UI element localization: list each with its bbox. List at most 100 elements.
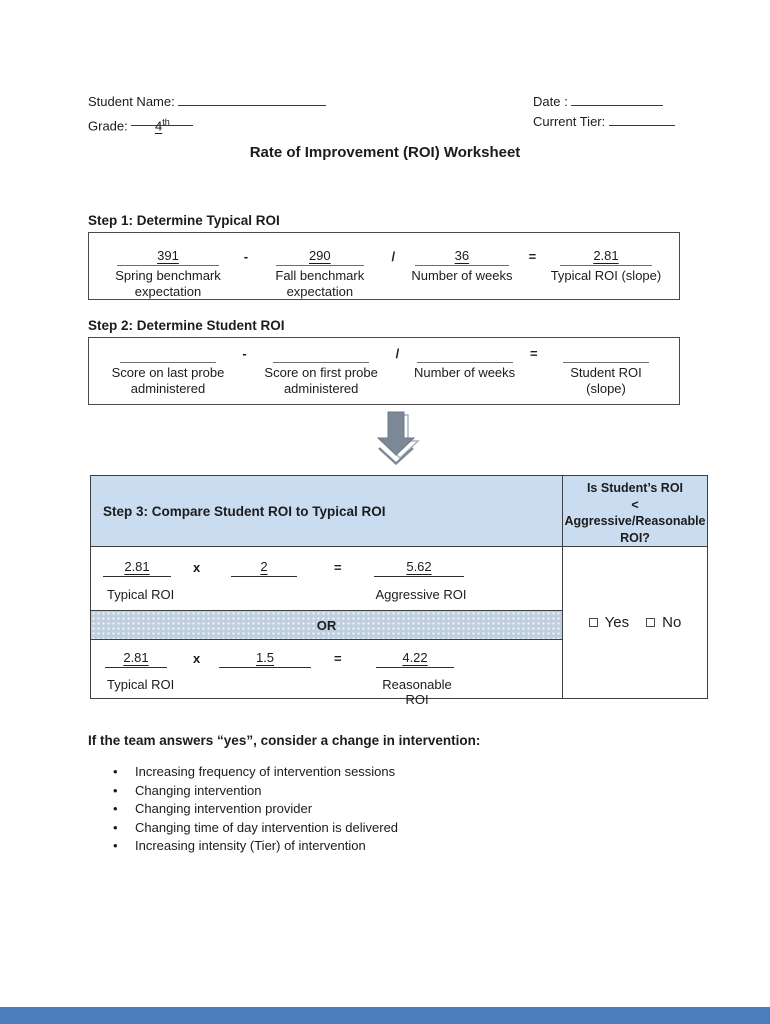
header-left: Student Name: Grade: 4th bbox=[88, 92, 327, 136]
step1-fall-value: 290 bbox=[308, 248, 331, 263]
no-checkbox[interactable] bbox=[646, 618, 656, 627]
row1-multiplier-value: 2 bbox=[260, 559, 268, 574]
yes-option[interactable]: Yes bbox=[588, 614, 630, 631]
list-item-text: Increasing frequency of intervention ses… bbox=[135, 764, 396, 779]
row1-typical-roi-label: Typical ROI bbox=[107, 587, 175, 602]
date-field[interactable] bbox=[571, 92, 664, 106]
grade-label: Grade: bbox=[88, 118, 128, 134]
step1-cell-weeks: 36 Number of weeks bbox=[402, 248, 522, 300]
step2-roi-label: Student ROI (slope) bbox=[570, 365, 642, 396]
row2-result-field[interactable]: 4.22 bbox=[376, 650, 454, 668]
yes-no-cell: Yes No bbox=[563, 547, 707, 698]
step2-heading: Step 2: Determine Student ROI bbox=[88, 318, 285, 333]
step1-heading: Step 1: Determine Typical ROI bbox=[88, 213, 280, 228]
step2-last-probe-label: Score on last probe administered bbox=[111, 365, 225, 396]
bullet-icon: • bbox=[113, 819, 118, 835]
multiply-operator: x bbox=[193, 651, 201, 666]
row2-multiplier-value: 1.5 bbox=[255, 650, 275, 665]
current-tier-field[interactable] bbox=[608, 112, 675, 126]
step2-weeks-field[interactable] bbox=[416, 345, 513, 363]
step2-first-probe-field[interactable] bbox=[273, 345, 370, 363]
divide-operator: / bbox=[395, 346, 400, 361]
grade-value: 4 bbox=[155, 118, 163, 134]
step2-cell-last-probe: Score on last probe administered bbox=[99, 345, 237, 397]
step3-question: Is Student’s ROI < Aggressive/Reasonable… bbox=[563, 476, 707, 547]
aggressive-roi-row: 2.81 x 2 = 5.62 Typical ROI Aggressive R… bbox=[91, 547, 562, 610]
yes-checkbox[interactable] bbox=[588, 618, 598, 627]
list-item: • Increasing intensity (Tier) of interven… bbox=[113, 837, 398, 856]
step2-roi-field[interactable] bbox=[563, 345, 649, 363]
no-option[interactable]: No bbox=[646, 614, 681, 631]
step1-weeks-field[interactable]: 36 bbox=[414, 248, 509, 266]
row1-typical-roi-value: 2.81 bbox=[124, 559, 150, 574]
step2-cell-weeks: Number of weeks bbox=[405, 345, 525, 397]
student-name-field[interactable] bbox=[178, 92, 327, 106]
step3-heading: Step 3: Compare Student ROI to Typical R… bbox=[91, 476, 563, 547]
step2-last-probe-field[interactable] bbox=[120, 345, 216, 363]
list-item: • Increasing frequency of intervention se… bbox=[113, 763, 398, 782]
step1-roi-label: Typical ROI (slope) bbox=[550, 268, 662, 283]
step1-cell-spring: 391 Spring benchmark expectation bbox=[99, 248, 237, 300]
minus-operator: - bbox=[243, 249, 249, 264]
row2-typical-roi-label: Typical ROI bbox=[107, 677, 175, 692]
multiply-operator: x bbox=[193, 560, 201, 575]
step1-fall-field[interactable]: 290 bbox=[275, 248, 364, 266]
list-item: • Changing intervention bbox=[113, 782, 398, 801]
list-item-text: Increasing intensity (Tier) of intervent… bbox=[135, 838, 366, 853]
bullet-icon: • bbox=[113, 838, 118, 853]
aggressive-roi-label: Aggressive ROI bbox=[375, 587, 467, 602]
row1-result-value: 5.62 bbox=[406, 559, 432, 574]
step1-roi-value: 2.81 bbox=[593, 248, 619, 263]
grade-field[interactable]: 4th bbox=[131, 112, 194, 133]
step2-weeks-label: Number of weeks bbox=[414, 365, 516, 380]
step3-table: Step 3: Compare Student ROI to Typical R… bbox=[90, 475, 708, 707]
divide-operator: / bbox=[391, 249, 396, 264]
or-divider: OR bbox=[91, 610, 562, 640]
equals-operator: = bbox=[530, 346, 538, 361]
step1-spring-value: 391 bbox=[157, 248, 179, 263]
step2-box: Score on last probe administered - Score… bbox=[88, 337, 680, 405]
current-tier-label: Current Tier: bbox=[533, 114, 606, 129]
row2-result-value: 4.22 bbox=[402, 650, 428, 665]
list-item-text: Changing intervention provider bbox=[135, 801, 313, 816]
step1-cell-roi: 2.81 Typical ROI (slope) bbox=[543, 248, 669, 300]
step2-cell-first-probe: Score on first probe administered bbox=[252, 345, 390, 397]
no-label: No bbox=[662, 614, 682, 631]
row2-typical-roi-value: 2.81 bbox=[123, 650, 149, 665]
list-item: •Changing time of day intervention is de… bbox=[113, 819, 398, 838]
yes-label: Yes bbox=[604, 614, 630, 631]
grade-ordinal-suffix: th bbox=[162, 117, 170, 127]
bullet-icon: • bbox=[113, 782, 118, 798]
intervention-options-list: • Increasing frequency of intervention se… bbox=[113, 763, 398, 856]
step1-weeks-label: Number of weeks bbox=[411, 268, 513, 283]
step1-cell-fall: 290 Fall benchmark expectation bbox=[255, 248, 385, 300]
step1-fall-label: Fall benchmark expectation bbox=[275, 268, 365, 299]
step2-first-probe-label: Score on first probe administered bbox=[264, 365, 378, 396]
date-label: Date : bbox=[533, 94, 568, 109]
step1-box: 391 Spring benchmark expectation - 290 F… bbox=[88, 232, 680, 300]
row1-typical-roi-field[interactable]: 2.81 bbox=[103, 559, 171, 577]
row2-typical-roi-field[interactable]: 2.81 bbox=[105, 650, 167, 668]
row1-result-field[interactable]: 5.62 bbox=[374, 559, 464, 577]
reasonable-roi-label: Reasonable ROI bbox=[382, 677, 452, 707]
step1-weeks-value: 36 bbox=[454, 248, 470, 263]
row1-multiplier-field[interactable]: 2 bbox=[231, 559, 297, 577]
reasonable-roi-row: 2.81 x 1.5 = 4.22 Typical ROI Reasonable… bbox=[91, 640, 562, 707]
equals-operator: = bbox=[334, 560, 342, 575]
down-arrow-icon bbox=[372, 411, 424, 471]
bullet-icon: • bbox=[113, 801, 118, 816]
header-right: Date : Current Tier: bbox=[533, 92, 675, 132]
list-item-text: Changing intervention bbox=[135, 782, 262, 798]
step2-cell-roi: Student ROI (slope) bbox=[543, 345, 669, 397]
row2-multiplier-field[interactable]: 1.5 bbox=[219, 650, 311, 668]
step1-spring-label: Spring benchmark expectation bbox=[115, 268, 221, 299]
list-item: • Changing intervention provider bbox=[113, 800, 398, 819]
footer-bar bbox=[0, 1007, 770, 1024]
bullet-icon: • bbox=[113, 764, 118, 779]
step3-body-left: 2.81 x 2 = 5.62 Typical ROI Aggressive R… bbox=[91, 547, 563, 707]
note-heading: If the team answers “yes”, consider a ch… bbox=[88, 733, 481, 748]
step1-spring-field[interactable]: 391 bbox=[117, 248, 219, 266]
minus-operator: - bbox=[242, 346, 247, 361]
step1-roi-field[interactable]: 2.81 bbox=[559, 248, 652, 266]
